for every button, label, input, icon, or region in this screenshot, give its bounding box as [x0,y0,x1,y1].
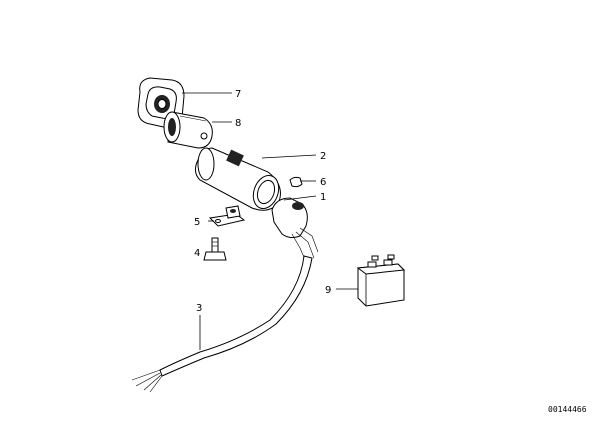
small-clip [289,176,303,188]
callout-2: 2 [320,151,326,162]
callout-7: 7 [235,89,241,100]
battery-symbol [356,254,406,307]
connector-plug [271,197,319,263]
cable [131,255,313,393]
socket-insert [163,111,213,149]
callout-1: 1 [320,192,326,203]
document-number: 00144466 [548,405,587,414]
callout-5: 5 [194,217,200,228]
callout-3: 3 [196,303,202,314]
bracket [208,205,246,227]
callout-9: 9 [325,285,331,296]
callout-6: 6 [320,177,326,188]
leader-lines [182,92,358,350]
callout-4: 4 [194,248,200,259]
cylindrical-housing [194,147,281,211]
callout-8: 8 [235,118,241,129]
socket-bezel [137,77,185,129]
screw [203,237,227,261]
